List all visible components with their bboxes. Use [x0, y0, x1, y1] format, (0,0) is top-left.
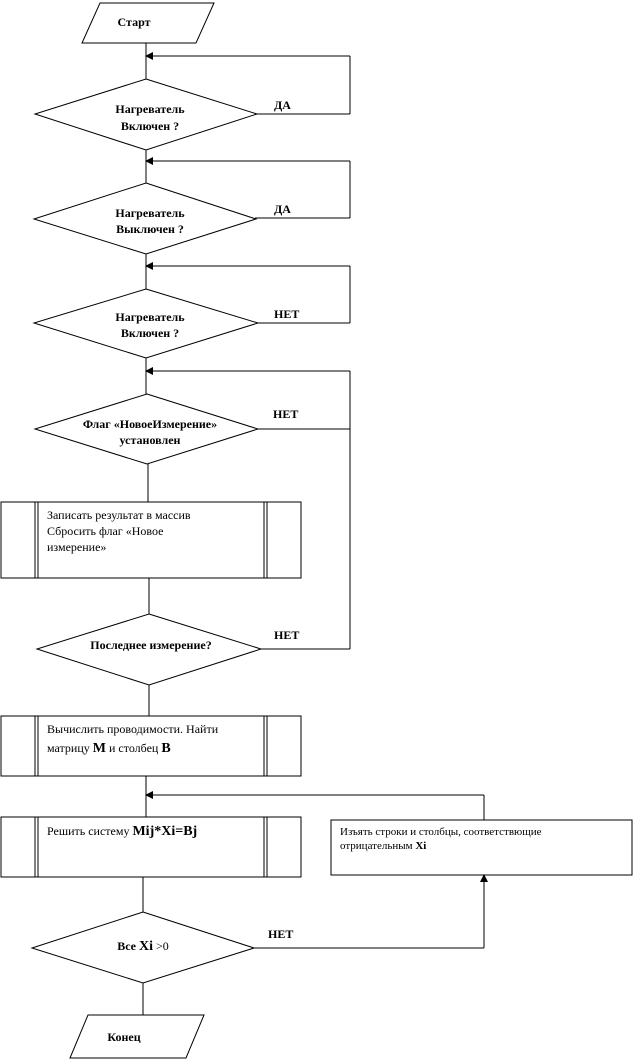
p1-line1: Записать результат в массив — [47, 508, 191, 522]
p2-line2-mid: и столбец — [106, 741, 161, 755]
d2-line2: Выключен ? — [116, 222, 184, 236]
d1-branch-label: ДА — [274, 98, 291, 112]
p2-line2-pre: матрицу — [47, 741, 93, 755]
process-record-result — [0, 501, 302, 579]
decision-d4 — [33, 393, 260, 465]
start-terminal — [81, 2, 215, 44]
d3-line2: Включен ? — [121, 326, 179, 340]
d3-line1: Нагреватель — [115, 310, 185, 324]
p2-column-symbol: B — [161, 741, 170, 756]
d4-line1: Флаг «НовоеИзмерение» — [83, 417, 217, 431]
start-label: Старт — [118, 15, 151, 29]
process-solve-system — [0, 816, 302, 878]
d6-pre: Все — [117, 939, 139, 953]
end-label: Конец — [107, 1030, 140, 1044]
d4-branch-label: НЕТ — [273, 407, 298, 421]
r1-xi-symbol: Xi — [415, 840, 426, 852]
d1-line1: Нагреватель — [115, 102, 185, 116]
p3-equation: Mij*Xi=Bj — [132, 824, 197, 839]
p3-label: Решить систему Mij*Xi=Bj — [47, 824, 197, 839]
end-terminal — [69, 1014, 205, 1059]
d5-branch-label: НЕТ — [274, 628, 299, 642]
d2-branch-label: ДА — [274, 202, 291, 216]
d1-line2: Включен ? — [121, 119, 179, 133]
d6-post: >0 — [153, 939, 169, 953]
r1-line2-pre: отрицательным — [340, 840, 415, 852]
d5-label: Последнее измерение? — [90, 638, 211, 652]
p2-line1: Вычислить проводимости. Найти — [47, 722, 219, 736]
p2-line2: матрицу M и столбец B — [47, 741, 171, 756]
d6-xi-symbol: Xi — [139, 939, 153, 954]
d4-line2: установлен — [120, 433, 181, 447]
p3-pre: Решить систему — [47, 824, 132, 838]
d2-line1: Нагреватель — [115, 206, 185, 220]
process-compute-conductance — [0, 715, 302, 777]
d6-label: Все Xi >0 — [117, 939, 169, 954]
p2-matrix-symbol: M — [93, 741, 106, 756]
p1-line3: измерение» — [47, 540, 106, 554]
r1-line2: отрицательным Xi — [340, 840, 426, 852]
r1-line1: Изъять строки и столбцы, соответствющие — [340, 826, 542, 838]
d6-branch-label: НЕТ — [268, 927, 293, 941]
d3-branch-label: НЕТ — [274, 307, 299, 321]
p1-line2: Сбросить флаг «Новое — [47, 524, 163, 538]
